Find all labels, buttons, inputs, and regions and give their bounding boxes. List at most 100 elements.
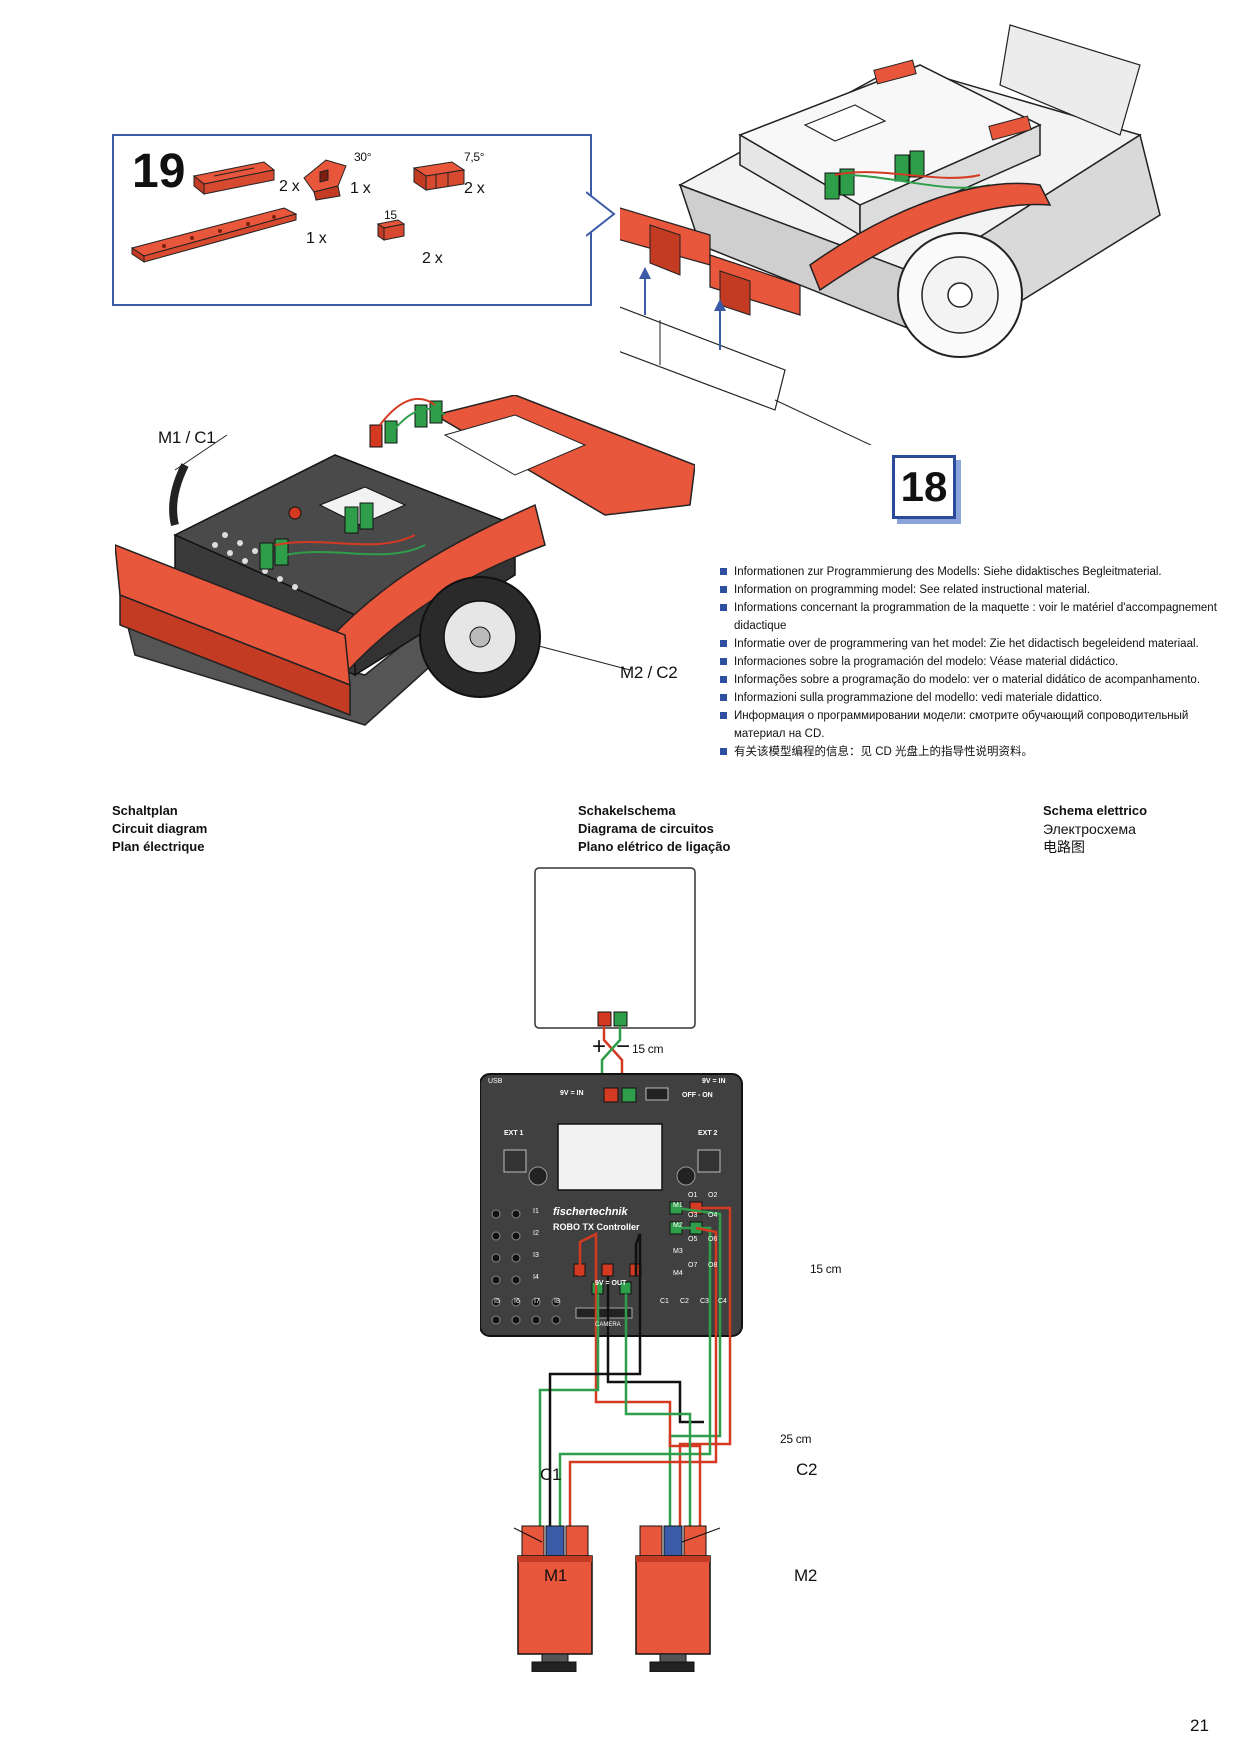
step-18-badge: 18 <box>892 455 956 519</box>
bullet-icon <box>720 640 727 647</box>
header-line: Электросхема <box>1043 821 1136 837</box>
info-text: Information on programming model: See re… <box>734 584 1091 596</box>
info-text: Informações sobre a programação do model… <box>734 674 1201 686</box>
output-label: O7 <box>688 1262 698 1269</box>
header-line: Circuit diagram <box>112 821 208 836</box>
bullet-icon <box>720 748 727 755</box>
circuit-header-col3: Schema elettrico Электросхема 电路图 <box>1043 802 1147 856</box>
programming-info-list: Informationen zur Programmierung des Mod… <box>720 563 1220 761</box>
parts-box: 19 <box>112 134 592 306</box>
part-qty: 2 x <box>464 180 485 197</box>
robot-complete-illustration <box>115 395 695 726</box>
battery-box <box>534 867 696 1029</box>
part-angle: 30° <box>354 150 372 164</box>
info-text: Informazioni sulla programmazione del mo… <box>734 692 1103 704</box>
cable-length-label: 15 cm <box>810 1262 842 1276</box>
step-number: 19 <box>132 145 186 198</box>
info-text: 有关该模型编程的信息：见 CD 光盘上的指导性说明资料。 <box>734 746 1033 758</box>
header-line: 电路图 <box>1043 839 1085 855</box>
info-item: Информация о программировании модели: см… <box>720 707 1220 743</box>
bullet-icon <box>720 658 727 665</box>
bullet-icon <box>720 604 727 611</box>
output-label: O4 <box>708 1212 718 1219</box>
step-number: 18 <box>900 463 948 510</box>
bullet-icon <box>720 676 727 683</box>
header-line: Schema elettrico <box>1043 803 1148 818</box>
output-label: O5 <box>688 1236 698 1243</box>
motor-m1 <box>517 1525 593 1672</box>
bullet-icon <box>720 586 727 593</box>
motor-port-label: M3 <box>673 1248 683 1255</box>
robo-tx-controller <box>480 1073 743 1337</box>
input-label: I2 <box>533 1230 539 1237</box>
counter-port-label: C1 <box>660 1298 669 1305</box>
brand-label: fischertechnik <box>553 1206 628 1218</box>
angle-block-7-5-part <box>412 161 466 191</box>
output-label: O6 <box>708 1236 718 1243</box>
block-15-part <box>376 219 406 241</box>
cable-length-label: 25 cm <box>780 1432 812 1446</box>
input-label: I7 <box>534 1298 540 1305</box>
part-qty: 1 x <box>306 230 327 247</box>
camera-label: CAMERA <box>595 1322 621 1328</box>
info-item: 有关该模型编程的信息：见 CD 光盘上的指导性说明资料。 <box>720 743 1220 761</box>
counter-port-label: C4 <box>718 1298 727 1305</box>
info-item: Informações sobre a programação do model… <box>720 671 1220 689</box>
power-in-label: 9V = IN <box>560 1090 584 1097</box>
motor-port-label: M4 <box>673 1270 683 1277</box>
ext2-label: EXT 2 <box>698 1130 718 1137</box>
motor-port-label: M1 <box>673 1202 683 1209</box>
usb-label: USB <box>488 1078 503 1085</box>
info-text: Информация о программировании модели: см… <box>734 710 1189 740</box>
part-qty: 2 x <box>422 250 443 267</box>
label-c2: C2 <box>796 1460 818 1479</box>
output-label: O8 <box>708 1262 718 1269</box>
bullet-icon <box>720 712 727 719</box>
output-label: O2 <box>708 1192 718 1199</box>
input-label: I5 <box>494 1298 500 1305</box>
input-label: I4 <box>533 1274 539 1281</box>
info-text: Informatie over de programmering van het… <box>734 638 1199 650</box>
input-label: I8 <box>554 1298 560 1305</box>
motor-port-label: M2 <box>673 1222 683 1229</box>
output-label: O1 <box>688 1192 698 1199</box>
info-item: Informations concernant la programmation… <box>720 599 1220 635</box>
long-plate-part <box>130 207 298 263</box>
info-item: Informazioni sulla programmazione del mo… <box>720 689 1220 707</box>
battery-plus-label: + <box>592 1033 607 1060</box>
battery-minus-label: − <box>616 1033 631 1060</box>
info-item: Informationen zur Programmierung des Mod… <box>720 563 1220 581</box>
info-text: Informations concernant la programmation… <box>734 602 1217 632</box>
label-m2: M2 <box>794 1566 818 1585</box>
power-in-label: 9V = IN <box>702 1078 726 1085</box>
input-label: I3 <box>533 1252 539 1259</box>
input-label: I6 <box>514 1298 520 1305</box>
info-item: Informaciones sobre la programación del … <box>720 653 1220 671</box>
model-label: ROBO TX Controller <box>553 1222 640 1232</box>
parts-illustration <box>130 159 466 263</box>
label-m1-c1: M1 / C1 <box>158 428 216 447</box>
input-label: I1 <box>533 1208 539 1215</box>
header-line: Plan électrique <box>112 839 205 854</box>
header-line: Schakelschema <box>578 803 676 818</box>
label-m2-c2: M2 / C2 <box>620 663 678 682</box>
off-on-label: OFF - ON <box>682 1092 713 1099</box>
circuit-diagram <box>480 867 743 1672</box>
part-qty: 2 x <box>279 178 300 195</box>
robot-assembly-illustration <box>620 24 1161 445</box>
header-line: Diagrama de circuitos <box>578 821 714 836</box>
callout-pointer <box>586 191 616 237</box>
counter-port-label: C3 <box>700 1298 709 1305</box>
building-plate-part <box>192 161 276 196</box>
page-number: 21 <box>1190 1716 1209 1735</box>
bullet-icon <box>720 694 727 701</box>
label-m1: M1 <box>544 1566 568 1585</box>
info-item: Informatie over de programmering van het… <box>720 635 1220 653</box>
angle-block-30-part <box>303 159 347 201</box>
nine-v-out-label: 9V = OUT <box>595 1280 627 1287</box>
ext1-label: EXT 1 <box>504 1130 524 1137</box>
info-text: Informationen zur Programmierung des Mod… <box>734 566 1162 578</box>
cable-length-label: 15 cm <box>632 1042 664 1056</box>
part-size: 15 <box>384 208 397 222</box>
info-item: Information on programming model: See re… <box>720 581 1220 599</box>
